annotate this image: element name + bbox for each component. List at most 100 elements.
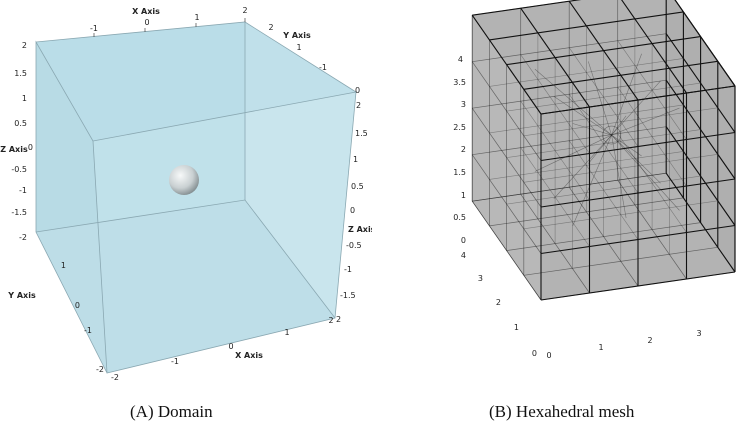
mesh-y-tick: 2 — [496, 298, 501, 307]
mesh-radial-edge — [534, 68, 612, 136]
mesh-radial-edge — [611, 80, 661, 136]
mesh-z-tick: 2.5 — [453, 123, 466, 132]
mesh-radial-edge — [611, 53, 642, 136]
mesh-inner-edge — [506, 175, 701, 205]
top-y-tick: 0 — [355, 86, 360, 95]
mesh-right-edge — [665, 33, 736, 133]
right-z-tick: 2 — [336, 315, 341, 324]
mesh-left-edge — [471, 107, 542, 208]
mesh-radial-edge — [611, 107, 680, 136]
mesh-y-tick: 0 — [532, 349, 537, 358]
mesh-z-tick: 3 — [461, 100, 466, 109]
mesh-edges — [471, 0, 736, 301]
mesh-inner-edge — [520, 101, 590, 201]
mesh-inner-edge — [489, 104, 684, 134]
mesh-inner-edge — [523, 154, 718, 183]
right-z-tick: 2 — [356, 101, 361, 110]
left-z-tick: -1 — [19, 186, 27, 195]
mesh-y-tick: 3 — [478, 274, 483, 283]
right-z-tick: 1.5 — [355, 129, 368, 138]
hex-mesh — [471, 0, 736, 301]
mesh-left-edge — [471, 61, 542, 161]
mesh-z-tick: 0 — [461, 236, 466, 245]
mesh-inner-edge — [489, 58, 684, 87]
mesh-plot: 4 3.5 3 2.5 2 1.5 1 0.5 0 4 3 2 1 0 0 1 … — [453, 0, 736, 360]
mesh-inner-edge — [520, 54, 590, 154]
mesh-sphere-outline — [602, 125, 621, 145]
mesh-inner-edge — [617, 87, 687, 187]
mesh-back-edge — [472, 33, 667, 63]
bottom-x-tick: 1 — [284, 328, 289, 337]
mesh-inner-edge — [568, 140, 639, 240]
bottom-x-axis-title: X Axis — [235, 351, 263, 360]
mesh-radial-edge — [588, 134, 612, 164]
mesh-radial-edge — [534, 134, 612, 172]
mesh-top-edge — [489, 11, 684, 41]
mesh-radial-edge — [553, 96, 612, 136]
mesh-radial-edge — [611, 134, 642, 157]
mesh-inner-edge — [489, 151, 684, 180]
mesh-z-tick: 0.5 — [453, 213, 466, 222]
right-z-tick: -0.5 — [346, 241, 362, 250]
box-bottom-face — [36, 200, 335, 373]
caption-hexahedral-mesh: (B) Hexahedral mesh — [489, 402, 635, 421]
mesh-inner-edge — [568, 47, 639, 147]
mesh-radial-edge — [587, 61, 612, 136]
top-x-ticks — [93, 18, 246, 37]
mesh-inner-edge — [617, 133, 687, 233]
mesh-radial-edge — [572, 123, 612, 136]
right-z-tick: 0 — [350, 206, 355, 215]
right-z-tick: -1 — [344, 265, 352, 274]
bottom-x-tick: -1 — [171, 357, 179, 366]
right-z-tick: -1.5 — [340, 291, 356, 300]
mesh-inner-edge — [520, 147, 590, 247]
top-x-tick: 2 — [242, 6, 247, 15]
mesh-front-edge — [540, 131, 736, 162]
left-z-tick: -0.5 — [11, 165, 27, 174]
left-z-tick: 1.5 — [14, 69, 27, 78]
mesh-y-tick: 1 — [514, 323, 519, 332]
mesh-radial-edge — [611, 134, 680, 211]
mesh-x-tick: 3 — [696, 329, 701, 338]
mesh-bottom-edge — [617, 179, 687, 280]
mesh-inner-edge — [617, 40, 687, 140]
sphere-obstacle — [169, 165, 199, 195]
mesh-radial-edge — [611, 135, 627, 219]
top-y-axis-title: Y Axis — [282, 31, 311, 40]
mesh-top-edge — [472, 0, 582, 16]
mesh-top-edge — [506, 36, 701, 66]
left-y-tick: -2 — [96, 365, 104, 374]
mesh-x-tick: 0 — [546, 351, 551, 360]
mesh-inner-edge — [523, 107, 718, 137]
mesh-bottom-edge — [472, 172, 667, 202]
bottom-x-tick: 2 — [328, 316, 333, 325]
mesh-y-tick: 4 — [461, 251, 466, 260]
mesh-z-tick: 1.5 — [453, 168, 466, 177]
domain-panel: X Axis -1 0 1 2 Y Axis 2 1 -1 0 Z Axis 2… — [0, 0, 375, 430]
bottom-x-tick: -2 — [111, 373, 119, 382]
mesh-inner-edge — [523, 200, 718, 230]
mesh-radial-edge — [611, 115, 627, 136]
mesh-inner-edge — [568, 94, 639, 194]
caption-domain: (A) Domain — [130, 402, 213, 421]
mesh-bottom-edge — [568, 186, 639, 287]
top-x-tick: -1 — [90, 24, 98, 33]
left-z-tick: 2 — [22, 41, 27, 50]
left-y-tick: -1 — [84, 326, 92, 335]
top-y-tick: 2 — [268, 23, 273, 32]
box-top-face — [36, 22, 356, 141]
top-x-axis-title: X Axis — [132, 7, 160, 16]
left-z-tick: 1 — [22, 94, 27, 103]
mesh-right-edge — [665, 79, 736, 180]
mesh-inner-edge — [506, 82, 701, 112]
domain-plot: X Axis -1 0 1 2 Y Axis 2 1 -1 0 Z Axis 2… — [0, 6, 375, 382]
top-y-tick: 1 — [296, 43, 301, 52]
mesh-inner-edge — [506, 129, 701, 158]
top-x-tick: 0 — [144, 18, 149, 27]
top-y-tick: -1 — [319, 63, 327, 72]
mesh-front-edge — [540, 178, 736, 208]
mesh-z-tick: 4 — [458, 55, 463, 64]
mesh-top-edge — [621, 0, 687, 94]
right-z-tick: 0.5 — [351, 182, 364, 191]
left-y-axis-title: Y Axis — [7, 291, 36, 300]
